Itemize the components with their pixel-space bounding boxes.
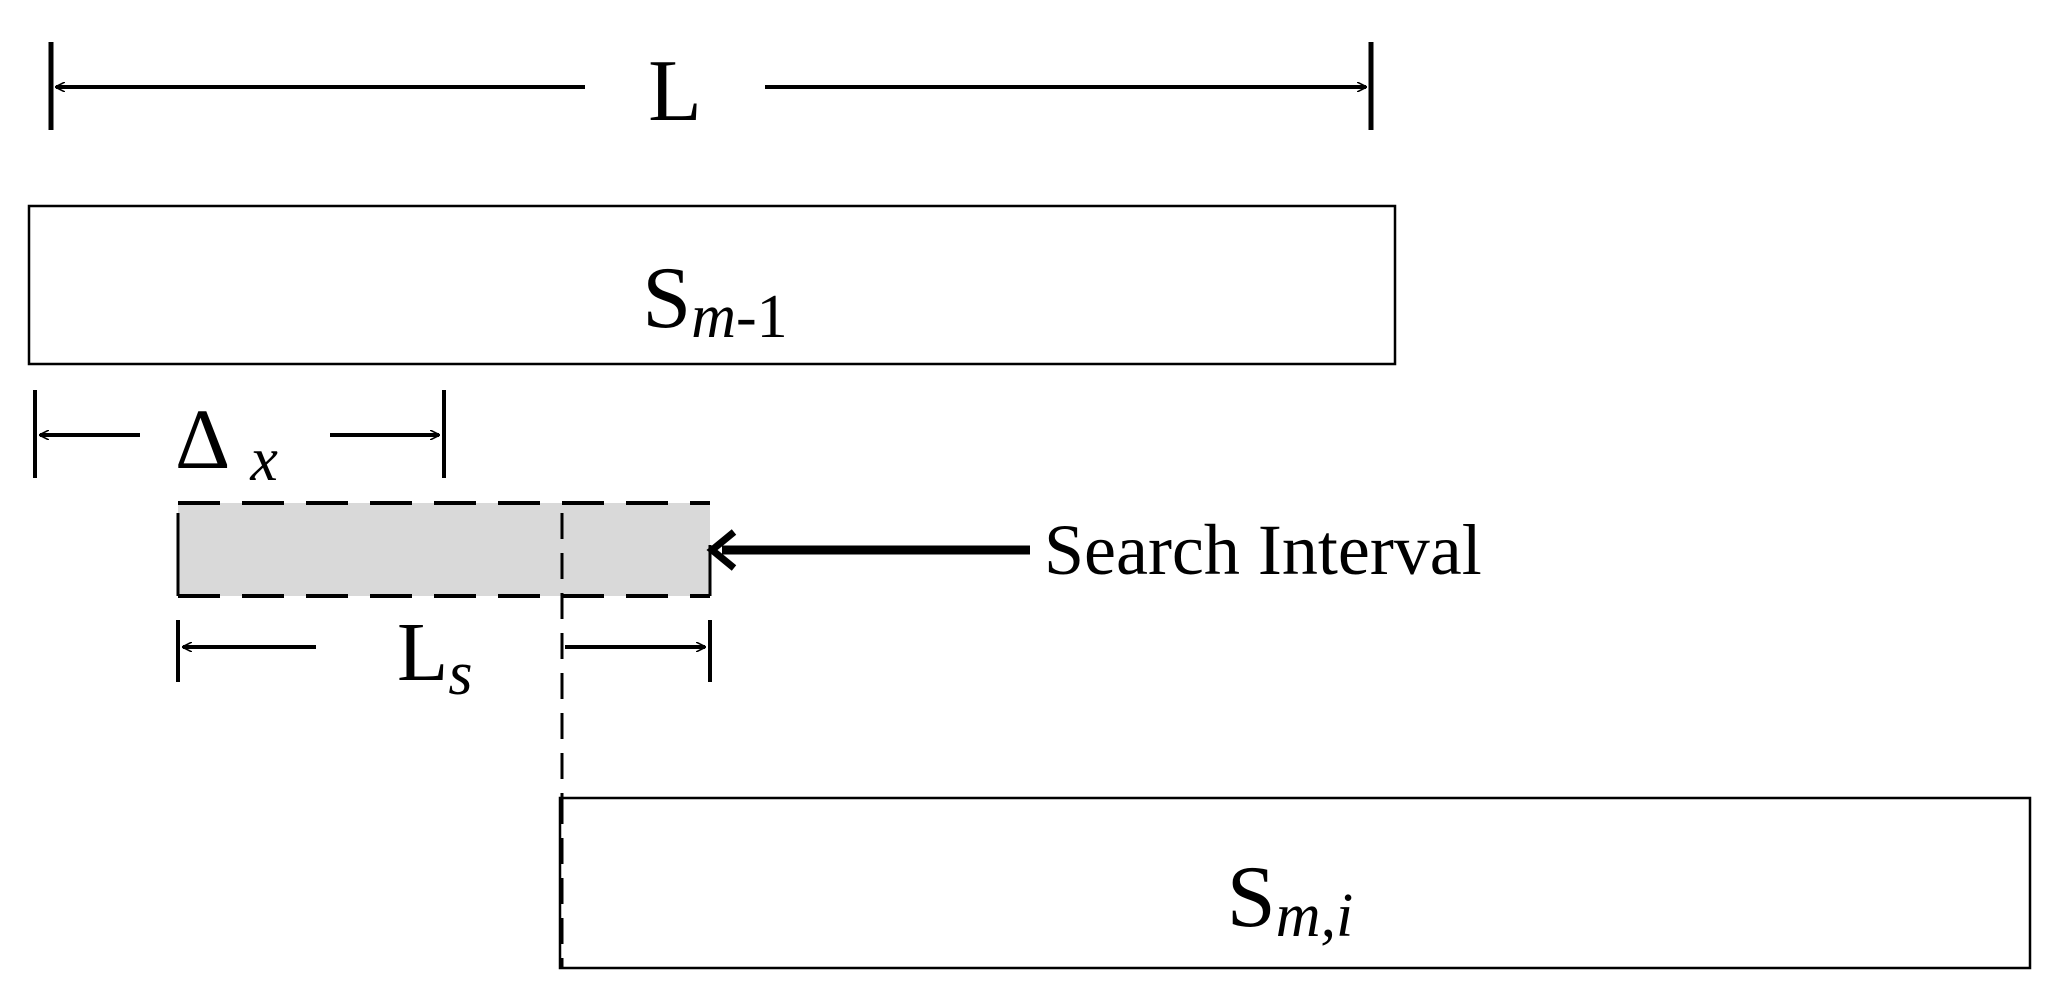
search-interval-box <box>178 503 710 596</box>
segment-prev-label-subscript-rest: -1 <box>736 283 788 351</box>
segment-current-label-base: S <box>1227 849 1276 946</box>
dimension-L-label: L <box>648 43 702 140</box>
dimension-Ls-label-subscript: s <box>448 640 472 708</box>
search-interval-label: Search Interval <box>1044 510 1482 590</box>
dimension-Ls: Ls <box>176 606 712 708</box>
search-interval-pointer-head <box>706 529 737 571</box>
segment-prev-box <box>27 204 1397 366</box>
segment-current-box <box>558 796 2032 970</box>
segment-prev-label-subscript-m: m <box>691 283 736 351</box>
search-interval-pointer: Search Interval <box>706 510 1482 590</box>
segment-current: Sm,i <box>558 796 2032 970</box>
segment-current-label: Sm,i <box>1227 849 1353 950</box>
segment-prev-label-base: S <box>642 250 691 347</box>
segment-prev: Sm-1 <box>27 204 1397 366</box>
dimension-delta-x-label-subscript: x <box>249 426 278 494</box>
dimension-Ls-label-base: L <box>397 606 448 699</box>
dimension-L: L <box>48 42 1374 140</box>
search-interval <box>176 501 712 598</box>
dimension-delta-x-label-base: Δ <box>175 391 230 487</box>
segment-current-label-subscript: m,i <box>1276 882 1354 950</box>
segment-prev-label: Sm-1 <box>642 250 787 351</box>
dimension-Ls-label: Ls <box>397 606 472 708</box>
